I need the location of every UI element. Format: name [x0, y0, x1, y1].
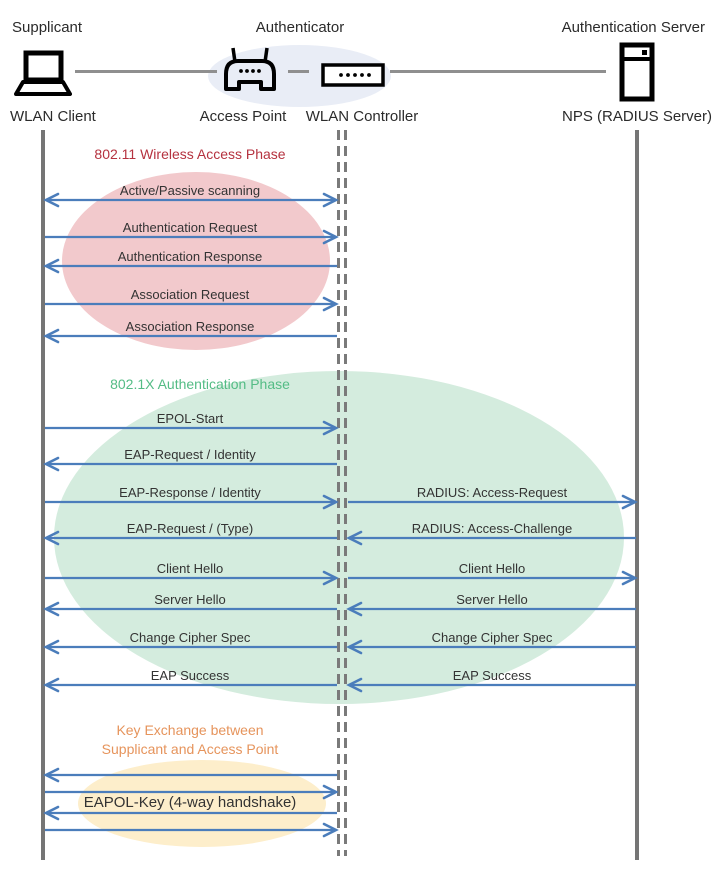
message-arrow-left — [346, 530, 636, 546]
lifeline-wlan-client — [41, 130, 45, 860]
message-label: Change Cipher Spec — [431, 630, 553, 645]
message-label: Authentication Request — [122, 220, 258, 235]
message-label: RADIUS: Access-Challenge — [411, 521, 573, 536]
message-arrow-left — [43, 639, 337, 655]
lifeline-wlan-controller-right — [344, 130, 347, 856]
message-label: EAPOL-Key (4-way handshake) — [83, 794, 297, 811]
message-label: Server Hello — [154, 592, 226, 607]
message-arrow-both — [43, 192, 339, 208]
message-label: EAP-Request / Identity — [124, 447, 256, 462]
message-arrow-left — [43, 456, 337, 472]
message-label: EAP-Request / (Type) — [126, 521, 254, 536]
message-arrow-left — [43, 601, 337, 617]
message-label: Association Response — [125, 319, 255, 334]
message-arrow-right — [45, 822, 339, 838]
message-arrow-left — [43, 805, 337, 821]
message-label: EAP Success — [452, 668, 532, 683]
phase3-title-line1: Key Exchange between — [116, 722, 264, 738]
device-label-wlan-client: WLAN Client — [10, 108, 96, 125]
device-label-nps-radius-server: NPS (RADIUS Server) — [561, 108, 713, 125]
message-arrow-right — [348, 494, 638, 510]
message-label: Change Cipher Spec — [129, 630, 251, 645]
wlan-controller-icon — [321, 63, 385, 87]
device-label-wlan-controller: WLAN Controller — [305, 108, 419, 125]
message-label: Active/Passive scanning — [119, 183, 261, 198]
role-supplicant: Supplicant — [12, 19, 83, 36]
message-label: EAP-Response / Identity — [119, 485, 261, 500]
message-arrow-left — [43, 767, 337, 783]
message-arrow-right — [45, 570, 339, 586]
message-arrow-left — [346, 639, 636, 655]
message-label: Client Hello — [156, 561, 224, 576]
lifeline-nps-server — [635, 130, 639, 860]
server-icon — [619, 42, 655, 102]
message-arrow-right — [45, 420, 339, 436]
message-arrow-left — [43, 328, 337, 344]
laptop-icon — [14, 50, 72, 96]
message-arrow-left — [346, 677, 636, 693]
message-label: Authentication Response — [117, 249, 263, 264]
message-label: Client Hello — [458, 561, 526, 576]
message-arrow-left — [43, 258, 337, 274]
message-arrow-right — [45, 784, 339, 800]
message-arrow-right — [45, 229, 339, 245]
message-arrow-right — [45, 494, 339, 510]
message-arrow-left — [43, 677, 337, 693]
connector-ap-controller — [288, 70, 309, 73]
connector-controller-server — [390, 70, 606, 73]
phase3-title-line2: Supplicant and Access Point — [101, 741, 279, 757]
message-arrow-right — [45, 296, 339, 312]
phase1-title: 802.11 Wireless Access Phase — [94, 146, 286, 162]
message-label: Server Hello — [456, 592, 528, 607]
message-arrow-left — [43, 530, 337, 546]
device-label-access-point: Access Point — [199, 108, 287, 125]
phase2-title: 802.1X Authentication Phase — [110, 376, 290, 392]
role-authenticator: Authenticator — [255, 19, 345, 36]
access-point-icon — [224, 47, 276, 91]
message-arrow-left — [346, 601, 636, 617]
message-arrow-right — [348, 570, 638, 586]
connector-client-ap — [75, 70, 217, 73]
lifeline-wlan-controller-left — [337, 130, 340, 856]
message-label: RADIUS: Access-Request — [416, 485, 568, 500]
message-label: EPOL-Start — [156, 411, 224, 426]
message-label: EAP Success — [150, 668, 230, 683]
phase1-ellipse — [62, 172, 330, 350]
message-label: Association Request — [130, 287, 250, 302]
role-authentication-server: Authentication Server — [561, 19, 705, 36]
